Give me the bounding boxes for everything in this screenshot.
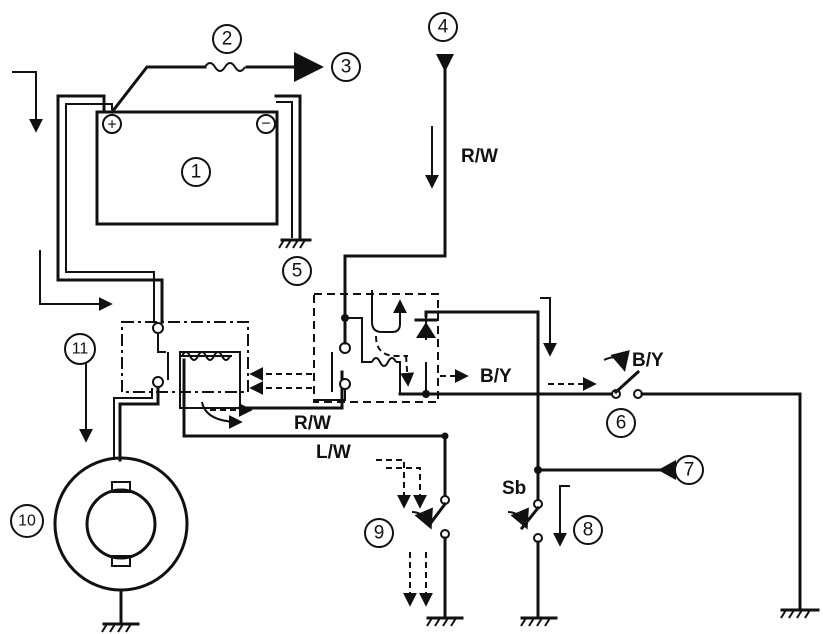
callout-5: 5 bbox=[282, 256, 312, 286]
connector-7-arrow bbox=[658, 460, 676, 480]
svg-text:10: 10 bbox=[18, 513, 36, 530]
svg-text:8: 8 bbox=[583, 520, 594, 541]
svg-text:1: 1 bbox=[191, 162, 202, 183]
fuse bbox=[204, 62, 246, 72]
svg-text:11: 11 bbox=[72, 341, 89, 358]
connector-4-arrow bbox=[436, 54, 454, 72]
wire-label-rw-top: R/W bbox=[461, 146, 498, 167]
callout-10: 10 bbox=[10, 504, 44, 538]
ground-symbol bbox=[278, 238, 312, 249]
callout-1: 1 bbox=[181, 157, 211, 187]
callout-11: 11 bbox=[64, 333, 96, 365]
ground-symbol bbox=[426, 616, 464, 627]
coil-icon bbox=[181, 351, 231, 361]
ground-symbol bbox=[101, 622, 140, 633]
callout-3: 3 bbox=[331, 52, 361, 82]
callout-9: 9 bbox=[364, 518, 394, 548]
ground-symbol bbox=[520, 616, 558, 627]
svg-text:+: + bbox=[107, 117, 116, 134]
wire-label-by-right: B/Y bbox=[632, 350, 664, 371]
starter-relay bbox=[313, 290, 439, 403]
svg-text:3: 3 bbox=[341, 57, 352, 78]
callout-8: 8 bbox=[573, 515, 603, 545]
battery-positive-terminal bbox=[102, 114, 122, 134]
svg-text:2: 2 bbox=[222, 29, 233, 50]
wire-label-by-mid: B/Y bbox=[480, 366, 512, 387]
svg-text:7: 7 bbox=[684, 460, 695, 481]
svg-text:4: 4 bbox=[438, 17, 449, 38]
svg-text:9: 9 bbox=[374, 523, 385, 544]
callout-6: 6 bbox=[606, 408, 636, 438]
battery-negative-terminal bbox=[256, 114, 276, 134]
wire-label-sb: Sb bbox=[502, 478, 526, 499]
generator bbox=[53, 456, 189, 592]
callout-7: 7 bbox=[674, 455, 704, 485]
switch-6 bbox=[603, 350, 643, 399]
callout-2: 2 bbox=[212, 24, 242, 54]
svg-text:6: 6 bbox=[616, 413, 627, 434]
wire-label-lw: L/W bbox=[316, 442, 351, 463]
coil-icon bbox=[371, 357, 397, 367]
svg-text:−: − bbox=[261, 116, 270, 133]
callout-4: 4 bbox=[428, 12, 458, 42]
wire-label-rw-mid: R/W bbox=[294, 413, 331, 434]
battery: + − bbox=[95, 110, 279, 226]
switch-8 bbox=[507, 468, 570, 547]
svg-text:5: 5 bbox=[292, 261, 303, 282]
ground-symbol bbox=[780, 608, 820, 619]
switch-9 bbox=[376, 459, 450, 607]
diode-icon bbox=[416, 322, 436, 338]
